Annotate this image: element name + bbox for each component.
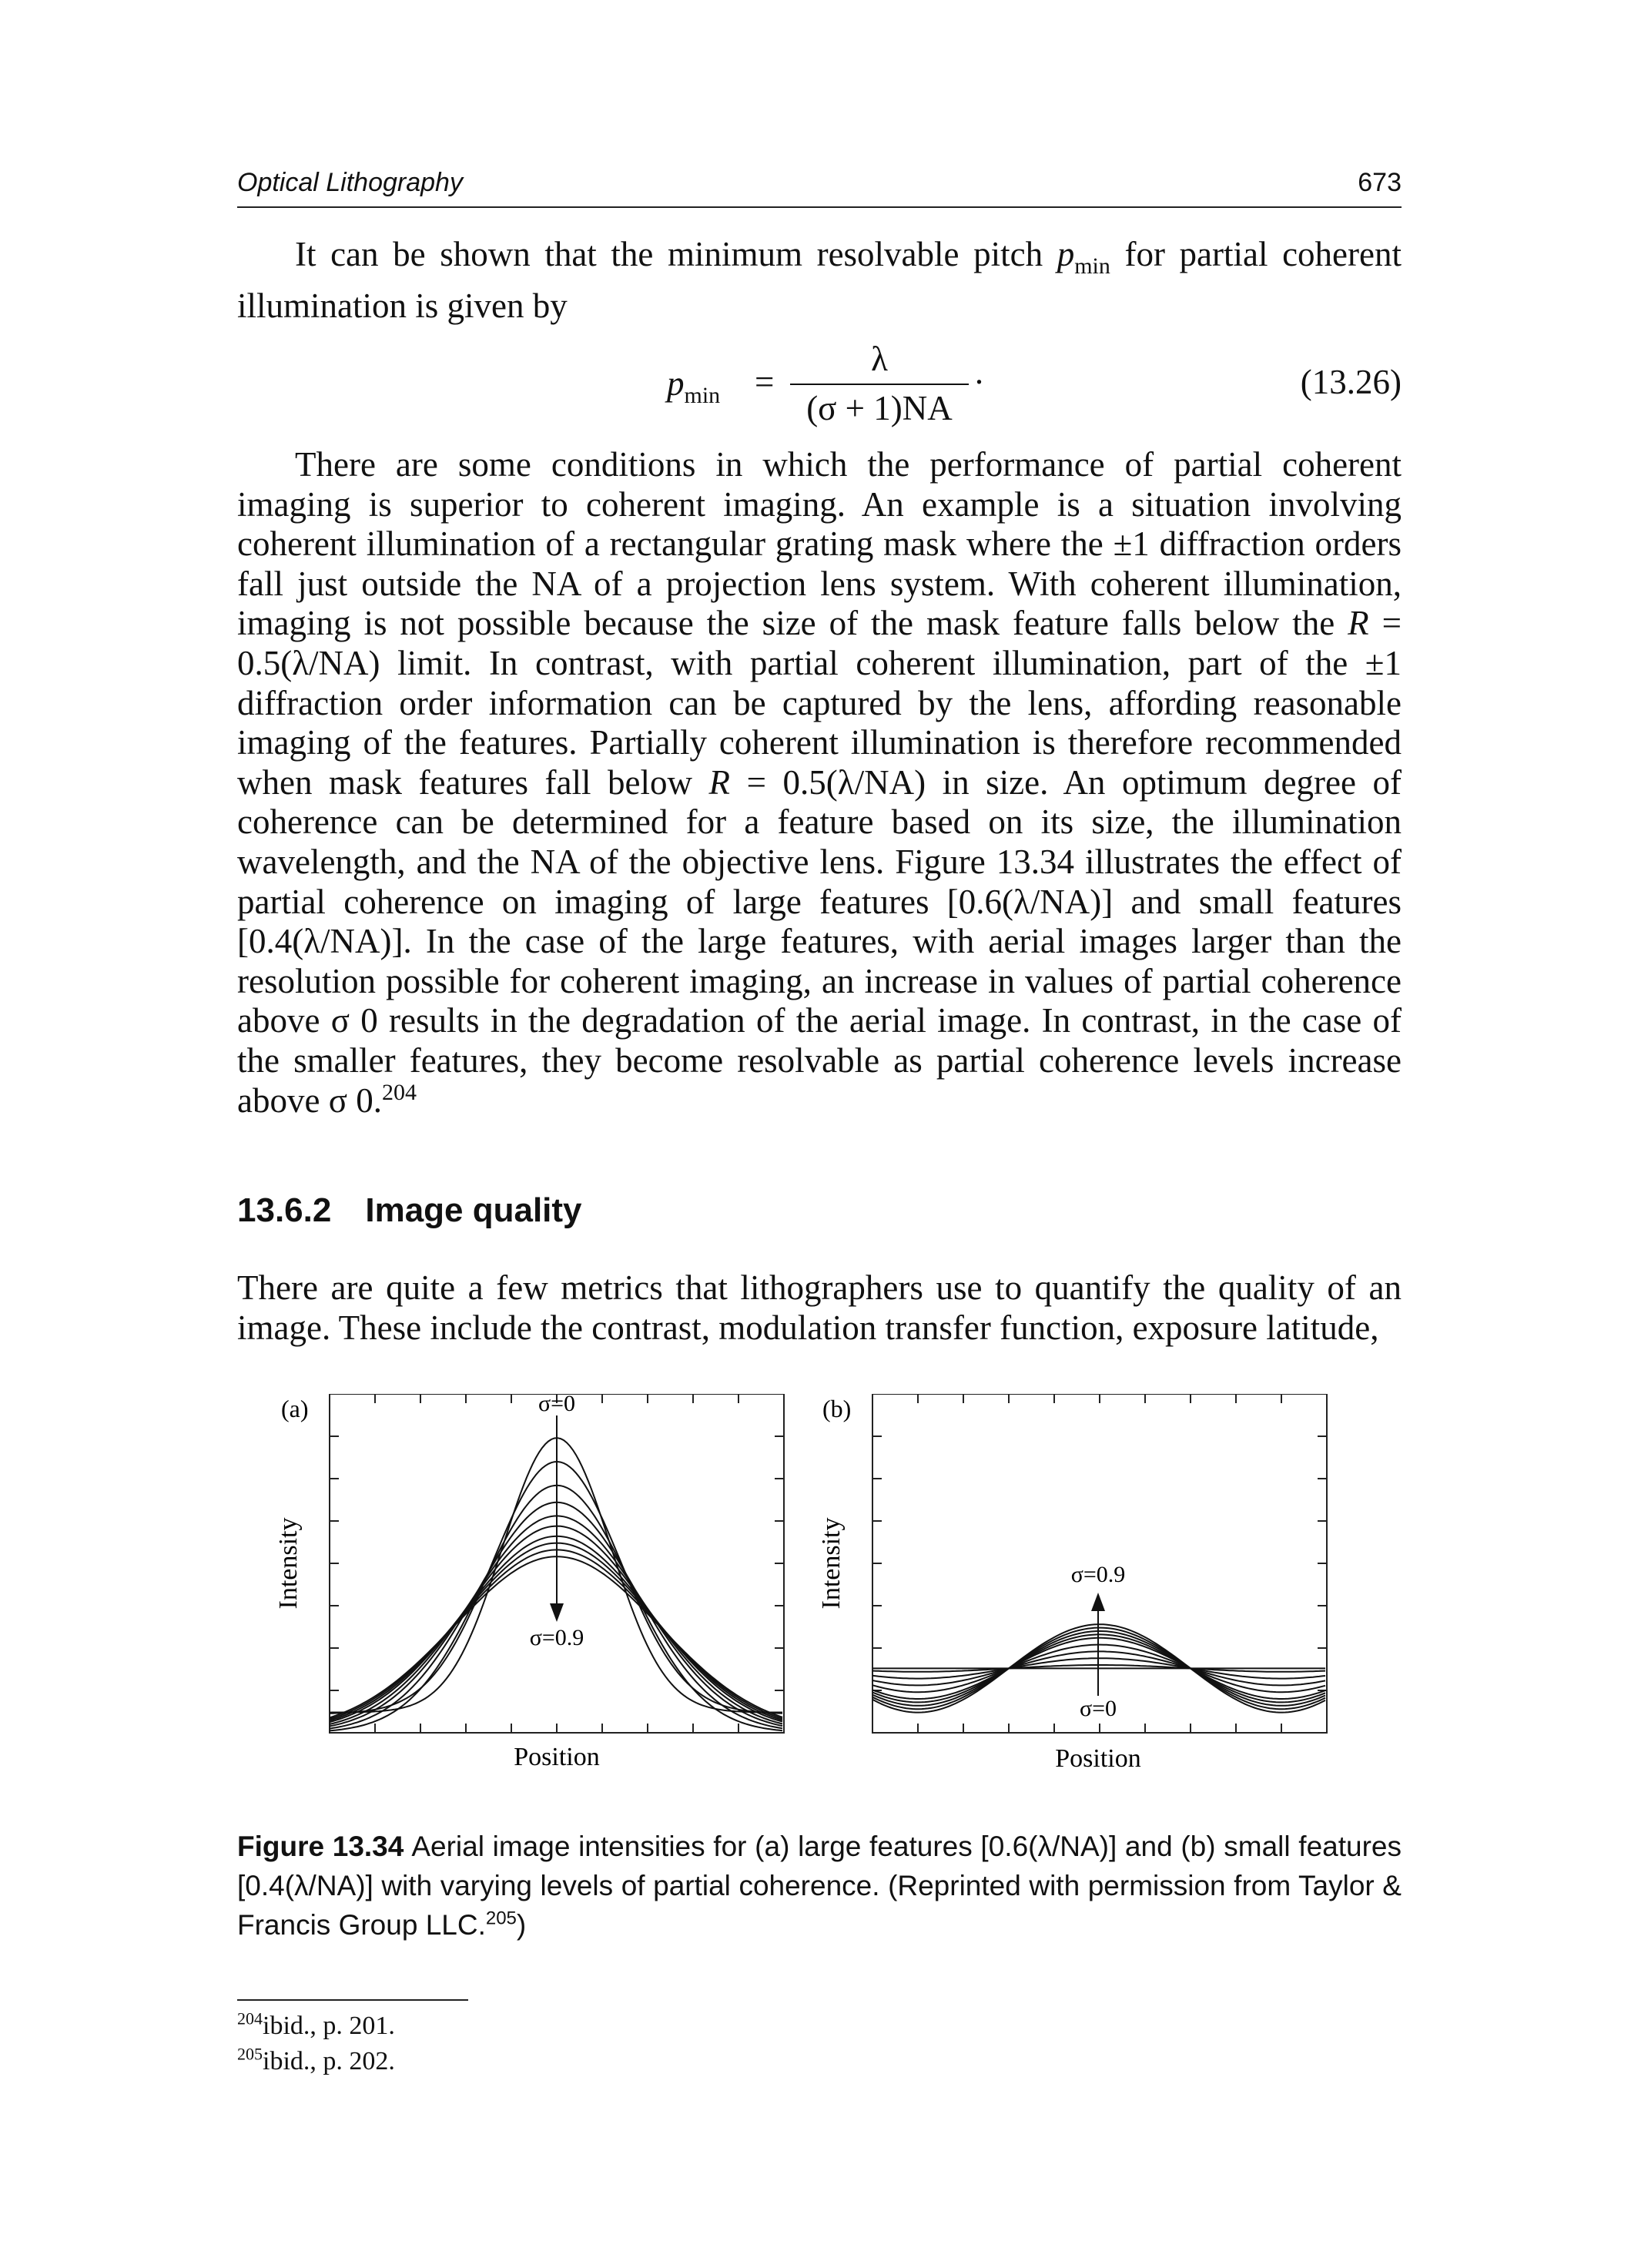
body-paragraph: There are some conditions in which the p…: [237, 445, 1402, 1121]
panel-a-label: (a): [281, 1395, 309, 1422]
panel-a-ylabel: Intensity: [274, 1518, 303, 1610]
footnote-205: 205ibid., p. 202.: [237, 2044, 395, 2076]
section-title: Image quality: [365, 1191, 582, 1229]
panel-b: (b) Intensity Position σ=0.9 σ=0: [817, 1394, 1328, 1773]
footnote-number: 205: [237, 2044, 263, 2064]
footnote-text: ibid., p. 202.: [263, 2047, 395, 2075]
equation-lhs: pmin: [667, 363, 720, 409]
footnote-204: 204ibid., p. 201.: [237, 2008, 395, 2041]
panel-a-arrow-head: [550, 1603, 564, 1622]
intro-text-2: for partial coherent illumination is giv…: [237, 235, 1402, 325]
panel-a-xlabel: Position: [514, 1743, 599, 1771]
equation-13-26: pmin = λ (σ + 1)NA · (13.26): [237, 339, 1402, 431]
panel-a-sigma09-label: σ=0.9: [530, 1625, 584, 1650]
panel-a-sigma0-label: σ=0: [538, 1394, 575, 1416]
body-text-a: There are some conditions in which the p…: [237, 445, 1402, 643]
caption-label: Figure 13.34: [237, 1831, 404, 1862]
figure-13-34: (a) Intensity Position σ=0 σ=0.9 (b) Int…: [274, 1394, 1328, 1773]
caption-close: ): [516, 1909, 527, 1941]
footnote-ref-205[interactable]: 205: [485, 1908, 517, 1929]
equation-number: (13.26): [1300, 363, 1402, 401]
body-text-c: = 0.5(λ/NA) in size. An optimum degree o…: [237, 762, 1402, 1120]
intro-p-subscript: min: [1074, 253, 1110, 279]
header-title: Optical Lithography: [237, 168, 463, 197]
footnote-text: ibid., p. 201.: [263, 2012, 395, 2040]
body-R-symbol-2: R: [708, 762, 731, 802]
footnote-ref-204[interactable]: 204: [381, 1079, 417, 1105]
panel-a: (a) Intensity Position σ=0 σ=0.9: [274, 1394, 785, 1771]
caption-text: Aerial image intensities for (a) large f…: [237, 1831, 1402, 1941]
eq-p-symbol: p: [667, 364, 685, 403]
equation-dot: ·: [973, 363, 985, 401]
section-heading: 13.6.2 Image quality: [237, 1191, 582, 1230]
quality-text: There are quite a few metrics that litho…: [237, 1268, 1402, 1347]
body-text-b: = 0.5(λ/NA) limit. In contrast, with par…: [237, 604, 1402, 802]
quality-paragraph: There are quite a few metrics that litho…: [237, 1268, 1402, 1348]
intro-text-1: It can be shown that the minimum resolva…: [295, 235, 1057, 273]
body-R-symbol-1: R: [1348, 604, 1369, 643]
panel-b-label: (b): [822, 1395, 851, 1422]
panel-b-sigma09-label: σ=0.9: [1071, 1562, 1126, 1587]
section-number: 13.6.2: [237, 1191, 332, 1229]
intro-p-symbol: p: [1057, 235, 1075, 273]
footnote-number: 204: [237, 2008, 263, 2028]
equation-denominator: (σ + 1)NA: [806, 389, 953, 427]
panel-b-ylabel: Intensity: [817, 1518, 846, 1610]
panel-b-arrow-head: [1091, 1593, 1105, 1611]
equation-numerator: λ: [871, 340, 888, 378]
panel-b-xlabel: Position: [1055, 1744, 1140, 1773]
running-header: Optical Lithography 673: [237, 168, 1402, 208]
panel-a-ticks: [330, 1394, 784, 1733]
footnote-rule: [237, 1999, 468, 2001]
panel-b-ticks: [872, 1394, 1327, 1733]
panel-b-sigma0-label: σ=0: [1080, 1696, 1117, 1721]
intro-paragraph: It can be shown that the minimum resolva…: [237, 235, 1402, 326]
equation-equals: =: [755, 363, 775, 401]
page-number: 673: [1358, 168, 1402, 197]
equation-fraction: λ (σ + 1)NA: [790, 339, 969, 431]
eq-p-subscript: min: [684, 383, 721, 408]
fraction-bar: [790, 384, 969, 385]
